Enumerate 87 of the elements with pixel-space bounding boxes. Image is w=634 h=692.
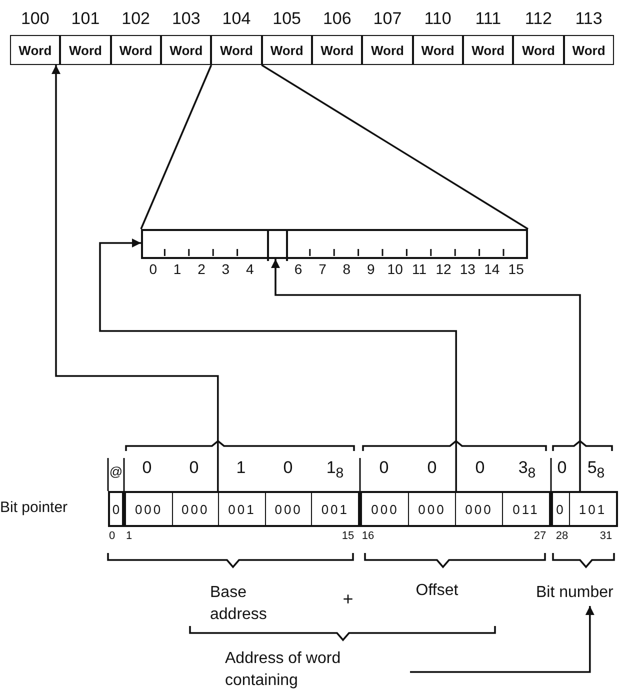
memory-word-cell: Word bbox=[362, 35, 413, 65]
bit-number: 4 bbox=[246, 262, 254, 278]
field-label: Base address bbox=[210, 583, 268, 625]
plus-sign: + bbox=[342, 590, 354, 610]
address-label: 102 bbox=[122, 10, 150, 29]
bit-position: 15 bbox=[342, 530, 354, 542]
bit-group: 0 bbox=[553, 493, 570, 525]
arrow bbox=[271, 259, 581, 491]
bit-number: 11 bbox=[412, 262, 427, 278]
octal-digit: 1 bbox=[236, 459, 246, 478]
address-label: 107 bbox=[373, 10, 402, 29]
memory-word-cell: Word bbox=[462, 35, 514, 65]
at-sign: @ bbox=[109, 465, 123, 480]
bit-number: 13 bbox=[460, 262, 476, 278]
memory-word-cell: Word bbox=[564, 35, 614, 65]
bit-position: 31 bbox=[600, 530, 612, 542]
bit-number: 14 bbox=[484, 262, 500, 278]
field-label: Offset bbox=[416, 582, 458, 600]
address-label: 112 bbox=[524, 10, 552, 29]
connector-line bbox=[261, 64, 528, 230]
memory-word-cell: Word bbox=[262, 35, 312, 65]
memory-word-cell: Word bbox=[10, 35, 60, 65]
memory-word-cell: Word bbox=[60, 35, 111, 65]
bit-number: 7 bbox=[318, 262, 326, 278]
address-label: 113 bbox=[575, 10, 602, 29]
connector-line bbox=[140, 64, 212, 230]
bit-number: 1 bbox=[173, 262, 182, 278]
address-label: 111 bbox=[475, 10, 502, 29]
bit-group: 000 bbox=[456, 493, 503, 525]
bit-field bbox=[551, 491, 618, 527]
arrow bbox=[52, 65, 219, 491]
bit-number: 3 bbox=[222, 262, 230, 278]
bit-position: 1 bbox=[126, 530, 132, 542]
field-label: Bit number bbox=[536, 582, 634, 606]
memory-word-cell: Word bbox=[412, 35, 463, 65]
bit-group: 000 bbox=[409, 493, 456, 525]
bit-cell: 0 bbox=[108, 491, 124, 527]
octal-digit: 0 bbox=[379, 459, 389, 478]
octal-digit: 0 bbox=[189, 459, 199, 478]
address-label: 110 bbox=[424, 10, 452, 29]
octal-digit: 0 bbox=[142, 459, 152, 478]
octal-digit: 0 bbox=[283, 459, 293, 478]
bit-number: 8 bbox=[342, 262, 351, 278]
arrow bbox=[410, 606, 594, 673]
octal-digit: 1$_{8}$ bbox=[326, 459, 344, 482]
bit-number: 10 bbox=[387, 262, 403, 278]
bit-position: 0 bbox=[108, 530, 116, 542]
expanded-word-bar bbox=[141, 229, 528, 259]
octal-digit: 0 bbox=[475, 459, 485, 478]
bit-group: 000 bbox=[362, 493, 409, 525]
octal-digit: 3$_{8}$ bbox=[518, 459, 536, 482]
bit-position: 16 bbox=[362, 530, 374, 542]
memory-word-cell: Word bbox=[160, 35, 212, 65]
register-label: Bit pointer bbox=[0, 500, 68, 516]
bit-number: 0 bbox=[149, 262, 157, 278]
memory-word-cell: Word bbox=[312, 35, 362, 65]
octal-digit: 5$_{8}$ bbox=[587, 459, 605, 482]
bit-group: 000 bbox=[266, 493, 312, 525]
address-label: 105 bbox=[272, 10, 301, 29]
bit-position: 28 bbox=[556, 530, 568, 542]
octal-digit: 0 bbox=[557, 459, 567, 478]
bit-number: 12 bbox=[436, 262, 452, 278]
bit-group: 101 bbox=[570, 493, 616, 525]
bit-group: 011 bbox=[503, 493, 549, 525]
address-label: 103 bbox=[172, 10, 200, 29]
bit-number: 6 bbox=[294, 262, 302, 278]
address-label: 100 bbox=[20, 10, 50, 29]
bit-cell bbox=[267, 231, 288, 261]
bit-number: 15 bbox=[508, 262, 524, 278]
octal-digit: 0 bbox=[427, 459, 437, 478]
bit-group: 001 bbox=[219, 493, 266, 525]
bit-position: 27 bbox=[534, 530, 546, 542]
bit-field bbox=[360, 491, 551, 527]
bit-group: 001 bbox=[312, 493, 358, 525]
caption-text: Address of word containing bbox=[225, 648, 410, 692]
bit-number: 9 bbox=[367, 262, 375, 278]
address-label: 104 bbox=[222, 10, 251, 29]
bit-group: 000 bbox=[126, 493, 173, 525]
address-label: 106 bbox=[322, 10, 352, 29]
bit-group: 000 bbox=[172, 493, 220, 525]
arrow bbox=[99, 238, 457, 491]
bit-number: 2 bbox=[198, 262, 206, 278]
memory-word-cell: Word bbox=[110, 35, 161, 65]
address-label: 101 bbox=[71, 10, 100, 29]
memory-word-cell: Word bbox=[513, 35, 564, 65]
bit-field bbox=[124, 491, 360, 527]
memory-word-cell: Word bbox=[211, 35, 262, 65]
